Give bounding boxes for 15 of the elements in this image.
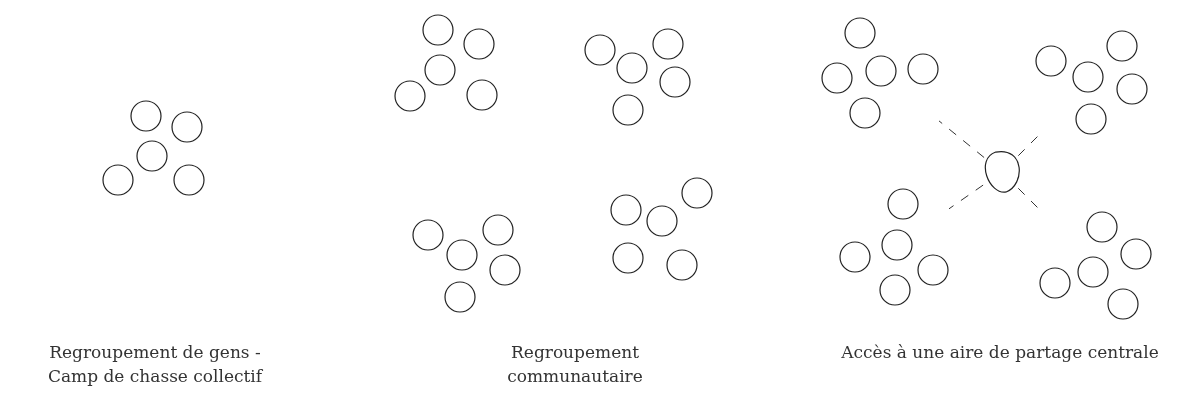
circle-cluster-drawing (610, 177, 713, 281)
caption-text: Accès à une aire de partage centrale (841, 342, 1159, 362)
circle-cluster-drawing (839, 188, 949, 306)
caption-text: Regroupement communautaire (507, 342, 643, 386)
circle-cluster-drawing (102, 100, 205, 196)
dashed-line (1017, 134, 1040, 157)
dashed-line (948, 184, 984, 210)
circle-cluster-drawing (821, 17, 939, 129)
circle-cluster-drawing (1039, 211, 1152, 320)
caption-text: Regroupement de gens - Camp de chasse collectif (47, 342, 263, 386)
circle-cluster-drawing (1035, 30, 1148, 135)
circle-cluster-drawing (584, 28, 691, 126)
circle-cluster-drawing (412, 214, 521, 313)
circle-cluster-drawing (394, 14, 498, 112)
dashed-line (938, 120, 985, 158)
